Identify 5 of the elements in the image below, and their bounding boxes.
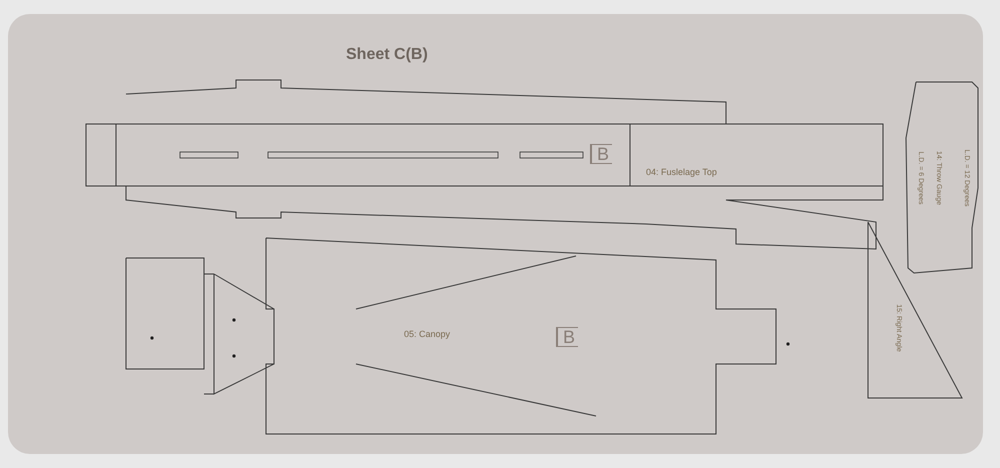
part-marker: B xyxy=(556,327,578,347)
sheet-label: Sheet C(B) xyxy=(346,46,428,64)
part-label: 05: Canopy xyxy=(404,330,450,340)
part-label: 04: Fuslelage Top xyxy=(646,168,717,178)
part-marker: B xyxy=(590,144,612,164)
